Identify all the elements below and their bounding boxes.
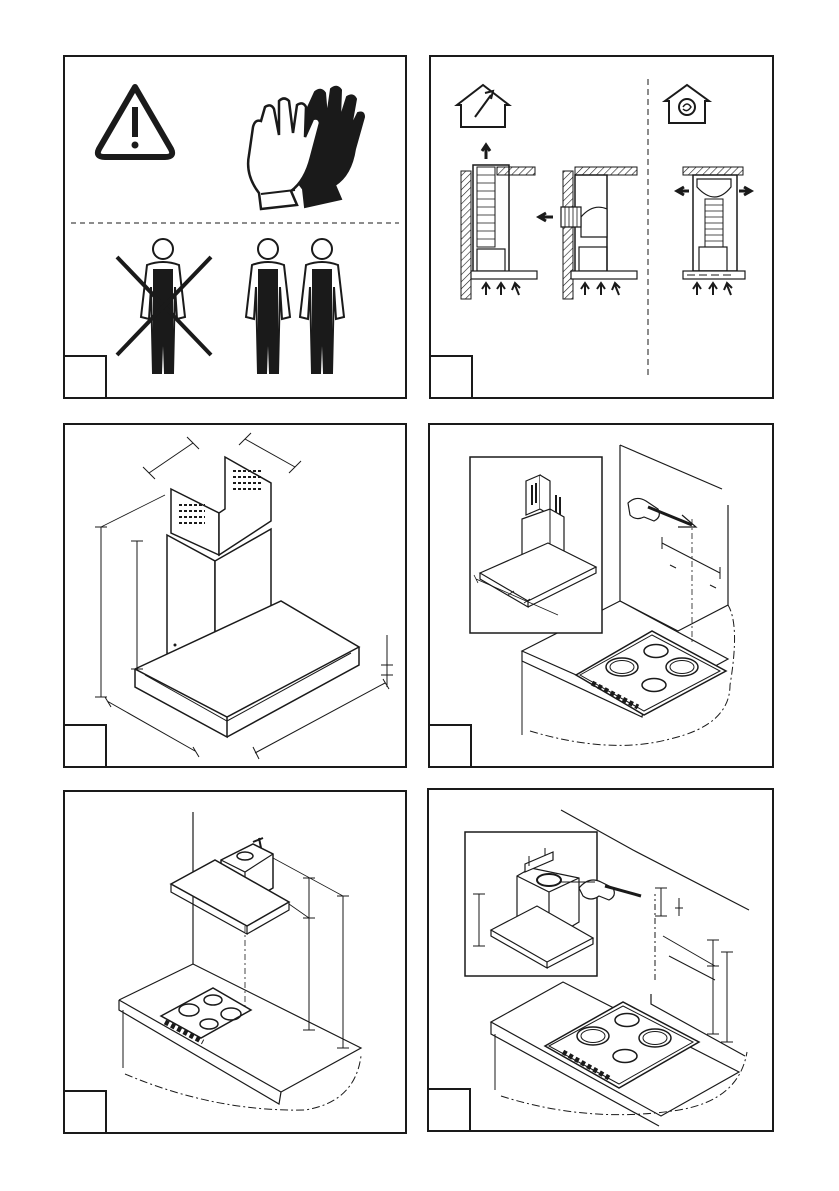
inset-detail [465, 832, 641, 976]
inset-detail [470, 457, 602, 633]
warning-triangle-icon [98, 87, 172, 157]
protective-gloves-icon [248, 87, 364, 209]
panel-modes [429, 55, 774, 399]
bracket-fixing-illustration [429, 790, 772, 1130]
recirculation-diagram [677, 167, 751, 295]
modes-illustration [431, 57, 772, 397]
panel-bracket-fixing [427, 788, 774, 1132]
panel-mounting-height [63, 790, 407, 1134]
panel-wall-marking [428, 423, 774, 768]
figure-number-box [427, 1088, 471, 1132]
ducted-vertical-diagram [461, 145, 537, 299]
safety-illustration [65, 57, 405, 397]
ducted-mode-house-icon [457, 85, 509, 127]
ducted-horizontal-diagram [539, 167, 637, 299]
panel-dimensions [63, 423, 407, 768]
single-person-prohibited-icon [117, 239, 211, 373]
figure-number-box [63, 1090, 107, 1134]
hand-pencil-icon [628, 498, 696, 527]
panel-safety [63, 55, 407, 399]
figure-number-box [63, 355, 107, 399]
hood-dimensions-illustration [65, 425, 405, 766]
recirculation-mode-house-icon [665, 85, 709, 123]
wall-marking-illustration [430, 425, 772, 766]
two-persons-required-icon [246, 239, 344, 373]
mounting-height-illustration [65, 792, 405, 1132]
figure-number-box [428, 724, 472, 768]
figure-number-box [429, 355, 473, 399]
figure-number-box [63, 724, 107, 768]
